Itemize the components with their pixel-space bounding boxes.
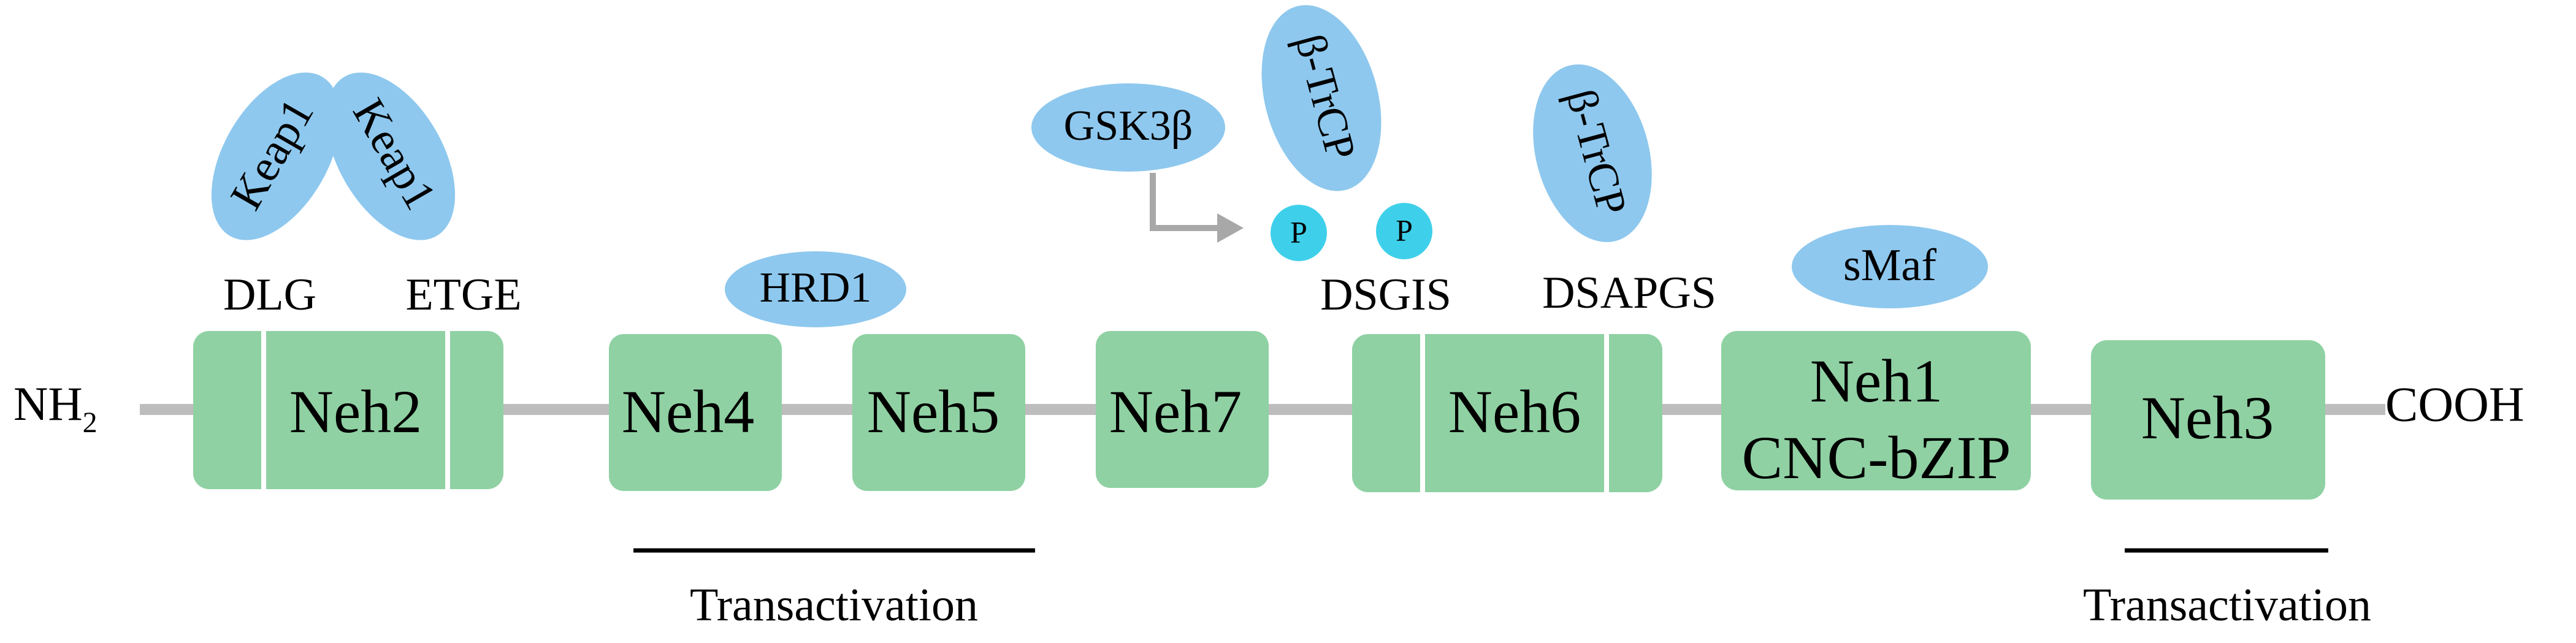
motif-dlg-label: DLG bbox=[223, 270, 316, 320]
domain-neh2: Neh2 bbox=[193, 331, 503, 489]
domain-neh2-box bbox=[193, 331, 503, 489]
transactivation-region-1-label: Transactivation bbox=[690, 579, 978, 631]
binder-hrd1: HRD1 bbox=[725, 251, 906, 327]
domain-neh2-label: Neh2 bbox=[289, 378, 422, 446]
binder-btrcp-2: β-TrCP bbox=[1533, 64, 1652, 242]
motif-etge-label: ETGE bbox=[405, 270, 521, 320]
binder-smaf-label: sMaf bbox=[1843, 240, 1936, 291]
domain-neh6-label: Neh6 bbox=[1448, 378, 1581, 446]
domain-neh7-label: Neh7 bbox=[1109, 378, 1242, 446]
domain-neh4-label: Neh4 bbox=[622, 378, 755, 446]
binder-keap1-left-shape bbox=[211, 72, 341, 240]
binder-gsk3b: GSK3β bbox=[1031, 83, 1225, 172]
phospho-site-2: P bbox=[1376, 203, 1432, 259]
domain-neh4-box bbox=[609, 334, 782, 491]
domain-neh1: Neh1 CNC-bZIP bbox=[1721, 331, 2031, 492]
binder-hrd1-shape bbox=[725, 251, 906, 327]
domain-neh1-sublabel: CNC-bZIP bbox=[1742, 424, 2011, 492]
binder-btrcp-2-shape bbox=[1533, 64, 1652, 242]
binder-keap1-left: Keap1 bbox=[211, 72, 341, 240]
transactivation-region-2-label: Transactivation bbox=[2083, 579, 2371, 631]
transactivation-region-2: Transactivation bbox=[2083, 548, 2371, 631]
domain-neh6: Neh6 bbox=[1352, 334, 1662, 492]
domain-neh7: Neh7 bbox=[1096, 331, 1269, 488]
domain-neh3: Neh3 bbox=[2091, 340, 2325, 500]
phospho-site-2-circle bbox=[1376, 203, 1432, 259]
domain-neh6-box bbox=[1352, 334, 1662, 492]
domain-neh5-box bbox=[852, 334, 1025, 491]
phospho-site-1-label: P bbox=[1290, 215, 1307, 249]
motif-dsgis-label: DSGIS bbox=[1320, 270, 1451, 320]
binder-smaf: sMaf bbox=[1792, 225, 1988, 308]
domain-neh5-label: Neh5 bbox=[867, 378, 1000, 446]
binder-gsk3b-label: GSK3β bbox=[1064, 102, 1193, 150]
phosphorylation-arrow bbox=[1150, 173, 1244, 243]
c-terminus-label: COOH bbox=[2385, 378, 2524, 432]
phospho-site-1: P bbox=[1271, 205, 1327, 261]
binder-hrd1-label: HRD1 bbox=[760, 264, 872, 311]
phosphorylation-arrow-head bbox=[1217, 213, 1244, 243]
binder-gsk3b-shape bbox=[1031, 83, 1225, 172]
binder-btrcp-1-shape bbox=[1261, 5, 1382, 191]
domain-neh4: Neh4 bbox=[609, 334, 782, 491]
domain-neh5: Neh5 bbox=[852, 334, 1025, 491]
n-terminus-label: NH2 bbox=[13, 377, 97, 439]
domain-neh3-label: Neh3 bbox=[2141, 384, 2274, 452]
phospho-site-1-circle bbox=[1271, 205, 1327, 261]
binder-btrcp-1: β-TrCP bbox=[1261, 5, 1382, 191]
domain-neh1-box bbox=[1721, 331, 2031, 490]
domain-neh7-box bbox=[1096, 331, 1269, 488]
domain-neh1-label: Neh1 bbox=[1810, 347, 1943, 415]
motif-dsapgs-label: DSAPGS bbox=[1542, 268, 1716, 318]
binder-keap1-right-shape bbox=[326, 72, 456, 240]
domain-neh3-box bbox=[2091, 340, 2325, 500]
phospho-site-2-label: P bbox=[1396, 213, 1413, 247]
transactivation-region-1: Transactivation bbox=[633, 548, 1035, 631]
binder-smaf-shape bbox=[1792, 225, 1988, 308]
phosphorylation-arrow-line bbox=[1150, 173, 1221, 231]
